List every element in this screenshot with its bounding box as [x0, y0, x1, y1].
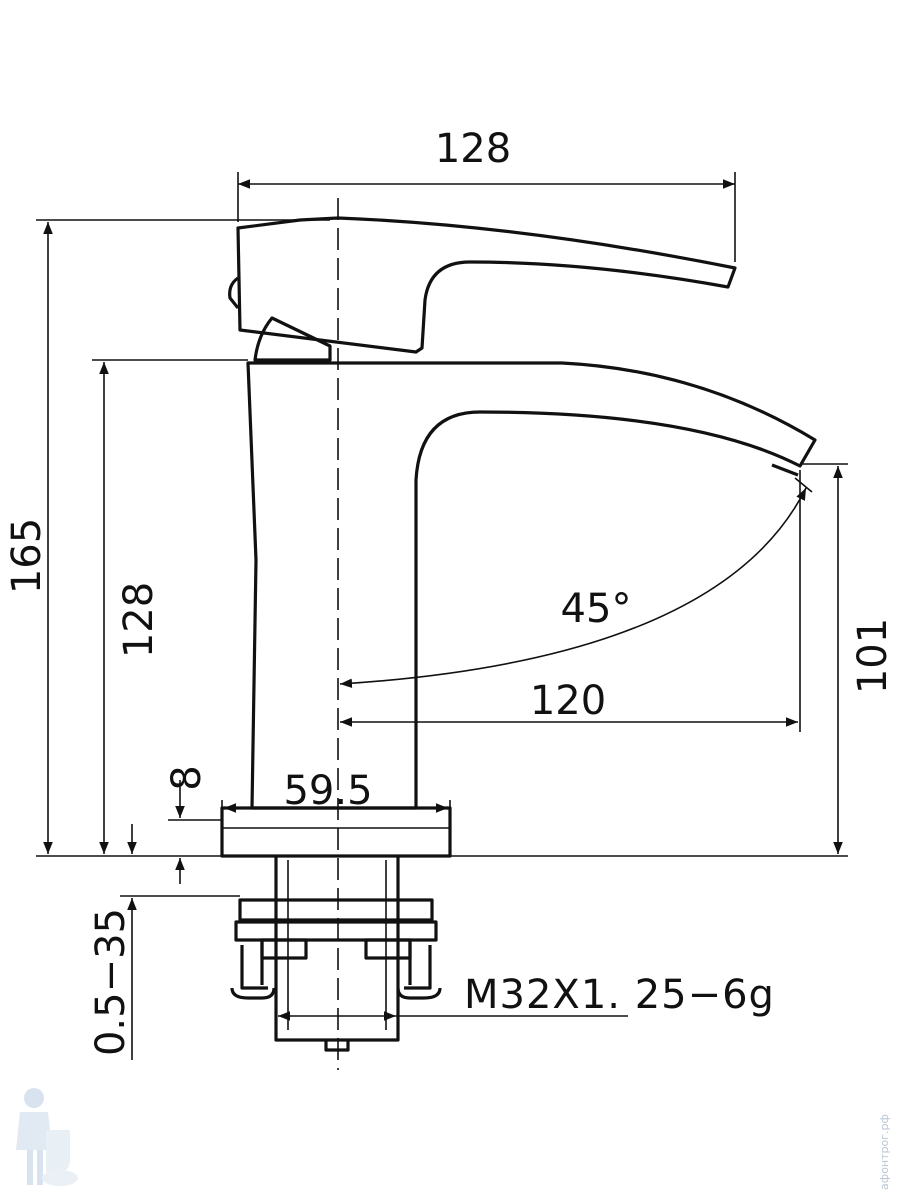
- dim-counter-thickness: 0.5−35: [88, 908, 134, 1056]
- nut-right: [364, 938, 412, 960]
- dim-base-width: 59.5: [283, 768, 372, 814]
- dim-spout-angle: 45°: [561, 586, 632, 632]
- plumber-toilet-logo: [16, 1088, 78, 1186]
- mounting-stud-left: [230, 940, 276, 1000]
- dim-thread-spec: M32X1. 25−6g: [464, 972, 775, 1018]
- nut-left: [260, 938, 308, 960]
- spout-tip: [771, 463, 799, 477]
- faucet-body: [246, 361, 817, 810]
- handle-lever: [236, 216, 737, 354]
- mounting-plate: [234, 898, 438, 942]
- dim-body-height: 128: [116, 582, 162, 658]
- hose-connector: [324, 1040, 350, 1052]
- mounting-stud-right: [396, 940, 442, 1000]
- dimension-lines: [36, 172, 848, 1060]
- faucet-outline: [220, 216, 817, 1052]
- dim-handle-span: 128: [435, 126, 511, 172]
- shank-inner: [287, 860, 387, 1030]
- dim-flange-thickness: 8: [164, 765, 210, 790]
- handle-cap: [253, 316, 332, 362]
- base-flange: [220, 806, 452, 858]
- dim-total-height: 165: [4, 518, 50, 594]
- side-button: [228, 276, 240, 309]
- dim-spout-reach: 120: [530, 678, 606, 724]
- watermark-site-text: афонтрог.рф: [878, 1114, 891, 1190]
- dim-spout-height: 101: [850, 618, 896, 694]
- shank: [274, 856, 400, 1042]
